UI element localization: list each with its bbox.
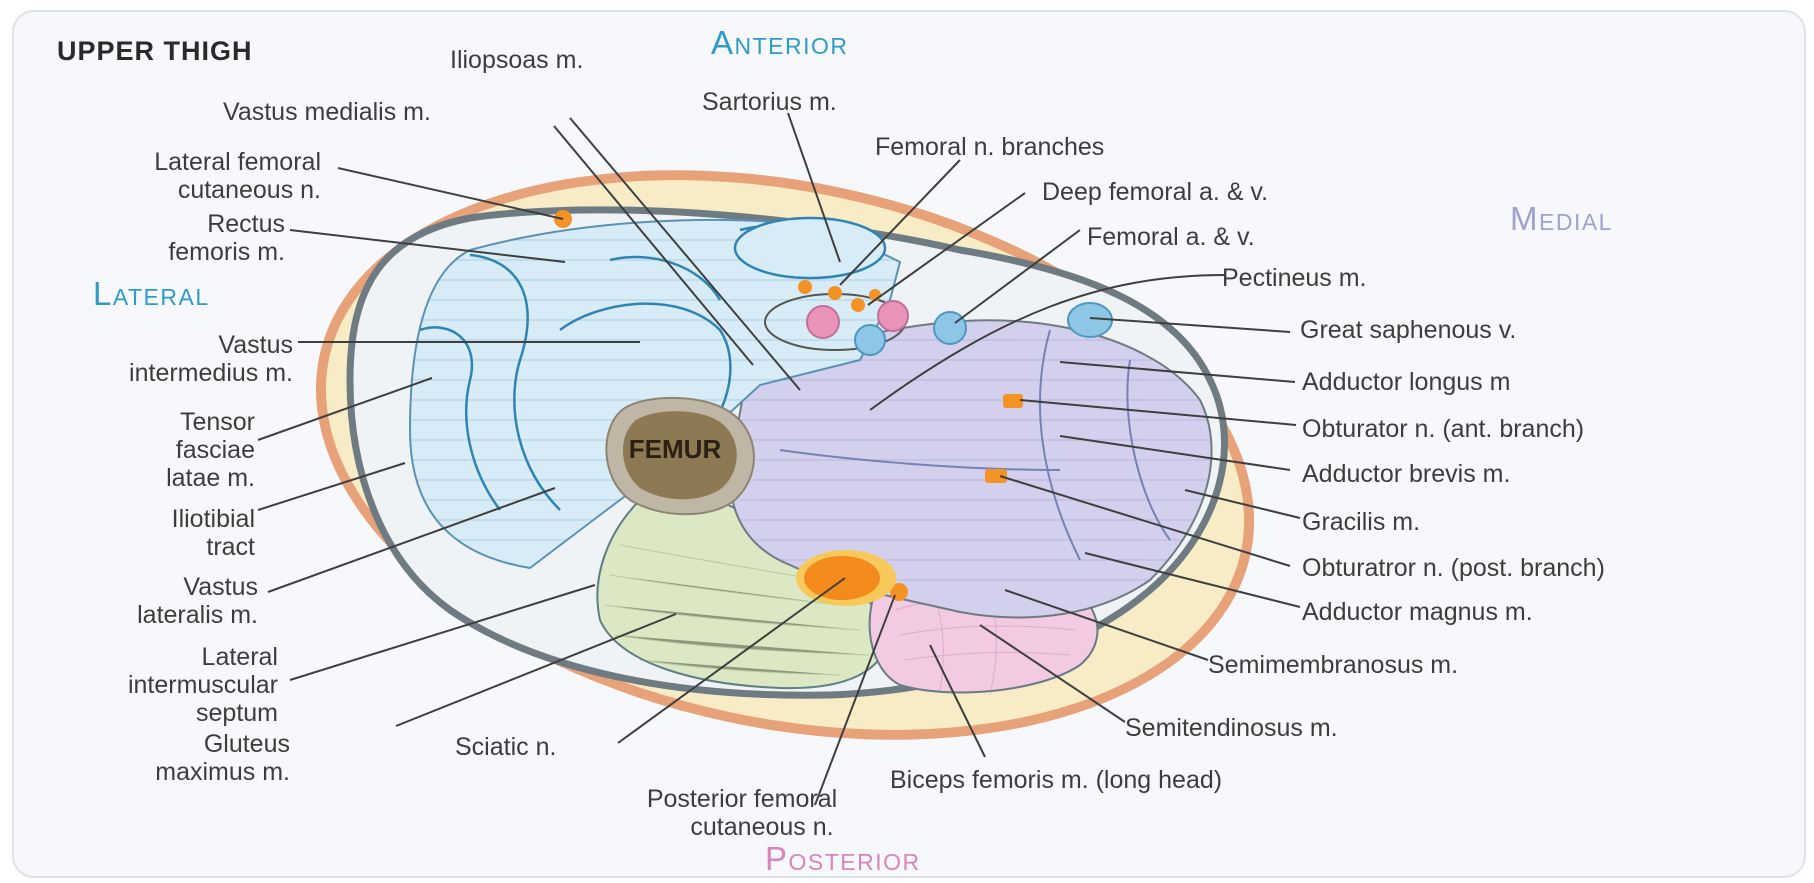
label-gracilis-m: Gracilis m. [1302, 508, 1420, 536]
label-semimembranosus-m: Semimembranosus m. [1208, 651, 1458, 679]
label-femoral-n-branches: Femoral n. branches [875, 133, 1104, 161]
label-semitendinosus-m: Semitendinosus m. [1125, 714, 1338, 742]
label-obturator-n-ant-branch: Obturator n. (ant. branch) [1302, 415, 1584, 443]
direction-medial: Medial [1510, 200, 1613, 237]
vein [934, 312, 966, 344]
label-adductor-brevis-m: Adductor brevis m. [1302, 460, 1510, 488]
label-femoral-a-v: Femoral a. & v. [1087, 223, 1255, 251]
direction-anterior: Anterior [711, 24, 849, 61]
artery [807, 306, 839, 338]
diagram-title: Upper thigh [57, 36, 253, 66]
vein [855, 325, 885, 355]
femur-label: FEMUR [629, 434, 722, 464]
sartorius-muscle [735, 218, 885, 278]
label-adductor-magnus-m: Adductor magnus m. [1302, 598, 1533, 626]
direction-lateral: Lateral [93, 275, 210, 312]
label-deep-femoral-a-v: Deep femoral a. & v. [1042, 178, 1268, 206]
direction-posterior: Posterior [765, 840, 921, 877]
label-iliopsoas-m: Iliopsoas m. [450, 46, 583, 74]
label-obturator-n-post-branch: Obturatror n. (post. branch) [1302, 554, 1605, 582]
label-sartorius-m: Sartorius m. [702, 88, 837, 116]
label-great-saphenous-v: Great saphenous v. [1300, 316, 1516, 344]
label-sciatic-n: Sciatic n. [455, 733, 556, 761]
artery [878, 301, 908, 331]
label-vastus-medialis-m: Vastus medialis m. [223, 98, 431, 126]
label-biceps-femoris-m-long-head: Biceps femoris m. (long head) [890, 766, 1222, 794]
label-adductor-longus-m: Adductor longus m [1302, 368, 1510, 396]
sciatic-nerve-core [804, 556, 880, 600]
label-pectineus-m: Pectineus m. [1222, 264, 1367, 292]
